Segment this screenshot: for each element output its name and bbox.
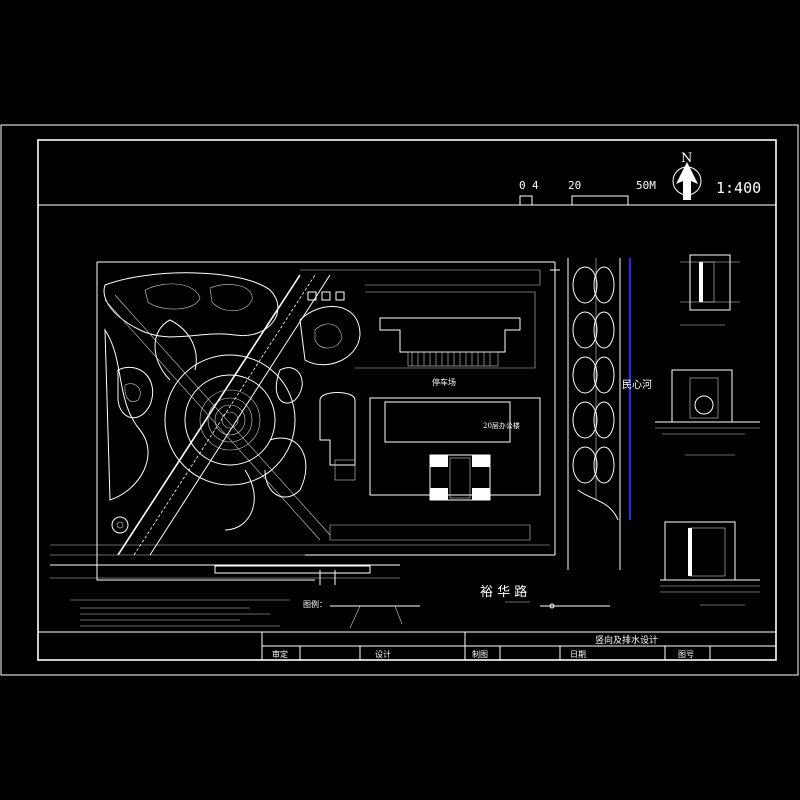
parking-label: 停车场 xyxy=(432,377,456,387)
road-label: 裕 华 路 xyxy=(480,584,527,600)
river-label: 民心河 xyxy=(622,379,652,391)
drawing-number-label: 图号 xyxy=(678,650,694,659)
scale-tick-0: 0 xyxy=(519,179,526,192)
north-label: N xyxy=(681,151,692,166)
north-arrow-icon xyxy=(672,162,702,200)
river-section: 民心河 xyxy=(567,258,652,570)
scale-tick-4: 4 xyxy=(532,179,539,192)
date-label: 日期 xyxy=(570,650,586,659)
title-block xyxy=(38,631,776,660)
review-label: 审定 xyxy=(272,649,288,659)
scale-tick-50m: 50M xyxy=(636,179,656,192)
outer-border xyxy=(0,124,799,676)
scale-bar: 0 4 20 50M xyxy=(519,179,656,206)
scale-ratio: 1:400 xyxy=(716,179,761,197)
detail-sections xyxy=(655,254,760,606)
inner-border xyxy=(37,139,777,661)
design-label: 设计 xyxy=(375,649,391,659)
office-label: 20层办公楼 xyxy=(483,421,520,430)
scale-tick-20: 20 xyxy=(568,179,581,192)
site-plan: 停车场 20层办公楼 xyxy=(50,261,560,585)
legend xyxy=(330,601,610,629)
planting-pods xyxy=(572,266,619,521)
notes-block xyxy=(70,599,290,627)
drawing-title: 竖向及排水设计 xyxy=(595,634,658,646)
parking-stalls xyxy=(411,352,491,366)
legend-title: 图例： xyxy=(303,599,327,609)
drafting-label: 制图 xyxy=(472,649,488,659)
